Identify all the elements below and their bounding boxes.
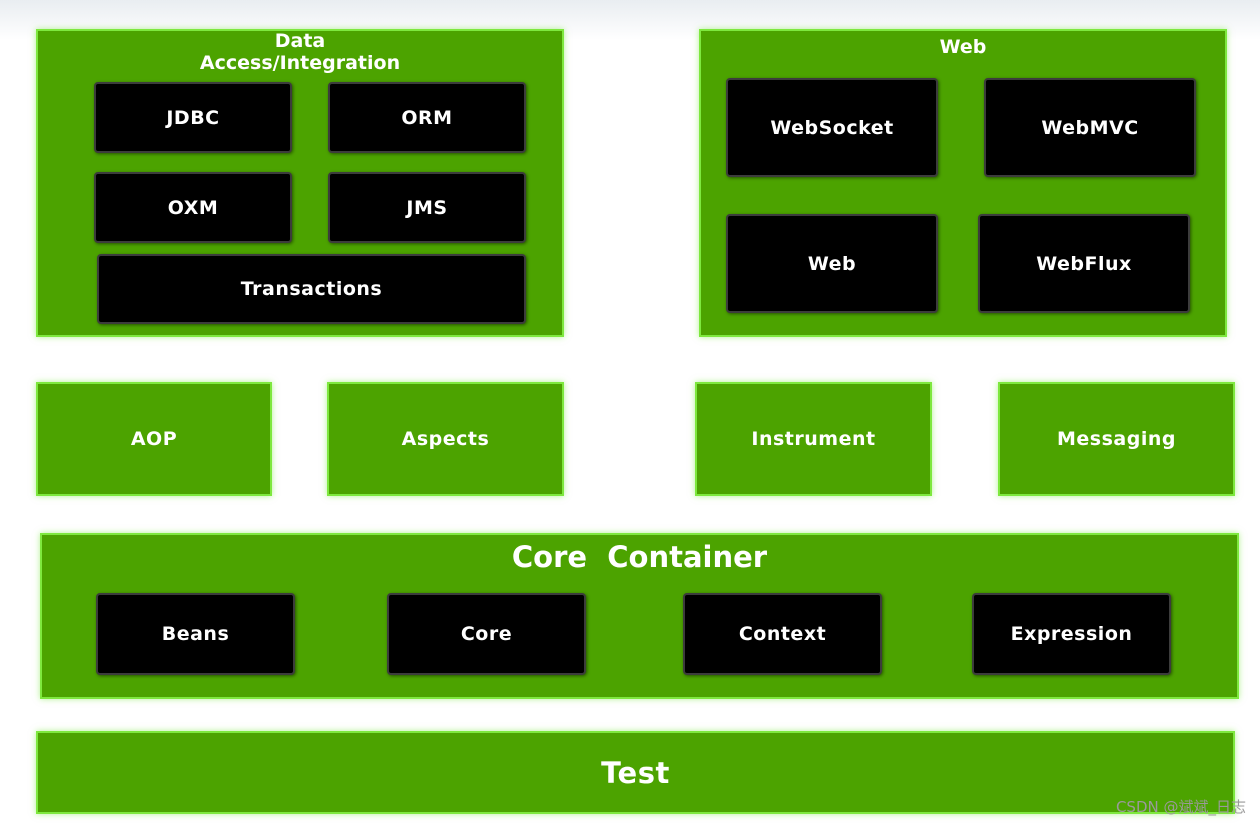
core-container-title: Core Container bbox=[511, 540, 768, 574]
oxm-module: OXM bbox=[94, 172, 292, 243]
data-access-title: Data Access/Integration bbox=[38, 30, 562, 75]
websocket-module: WebSocket bbox=[726, 78, 938, 177]
aop-panel: AOP bbox=[36, 382, 272, 496]
context-module: Context bbox=[683, 593, 882, 675]
data-access-integration-panel: Data Access/Integration JDBC ORM OXM JMS… bbox=[36, 29, 564, 337]
jms-module: JMS bbox=[328, 172, 526, 243]
aspects-panel: Aspects bbox=[327, 382, 564, 496]
jdbc-module: JDBC bbox=[94, 82, 292, 153]
web-title: Web bbox=[939, 36, 987, 58]
webflux-module: WebFlux bbox=[978, 214, 1190, 313]
core-container-panel: Core Container Beans Core Context Expres… bbox=[40, 533, 1239, 699]
instrument-panel: Instrument bbox=[695, 382, 932, 496]
data-access-title-line1: Data bbox=[274, 30, 326, 52]
webmvc-module: WebMVC bbox=[984, 78, 1196, 177]
test-panel: Test bbox=[36, 731, 1235, 814]
beans-module: Beans bbox=[96, 593, 295, 675]
web-module: Web bbox=[726, 214, 938, 313]
transactions-module: Transactions bbox=[97, 254, 526, 324]
expression-module: Expression bbox=[972, 593, 1171, 675]
data-access-title-line2: Access/Integration bbox=[199, 51, 401, 74]
web-panel: Web WebSocket WebMVC Web WebFlux bbox=[699, 29, 1227, 337]
orm-module: ORM bbox=[328, 82, 526, 153]
core-module: Core bbox=[387, 593, 586, 675]
csdn-watermark: CSDN @斌斌_日志 bbox=[1115, 798, 1246, 816]
messaging-panel: Messaging bbox=[998, 382, 1235, 496]
